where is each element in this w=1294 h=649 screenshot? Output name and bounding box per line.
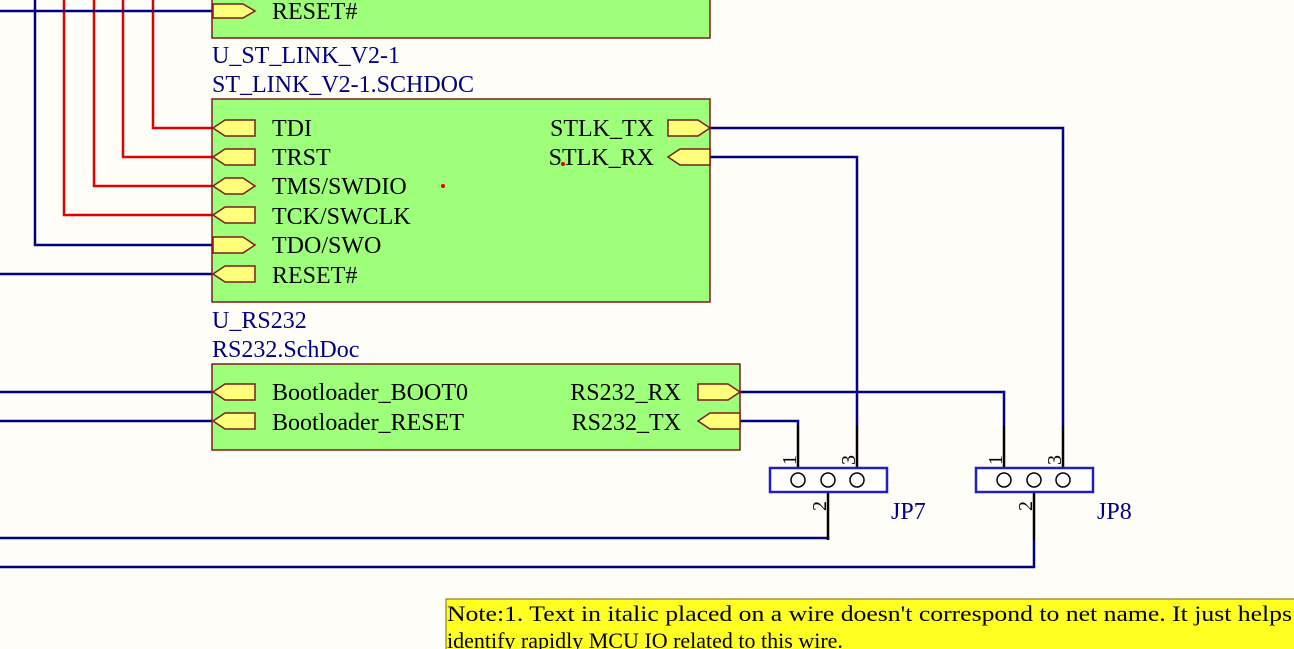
jp7-pin1-circle bbox=[790, 472, 806, 488]
port-bootloader-reset-icon bbox=[211, 412, 256, 430]
jp7-pin3-circle bbox=[849, 472, 865, 488]
wire-stlk-tx[interactable] bbox=[710, 126, 1065, 425]
port-rs232-rx-label: RS232_RX bbox=[570, 380, 681, 406]
port-bootloader-boot0-icon bbox=[211, 383, 256, 401]
wire-tms-swdio[interactable] bbox=[92, 0, 213, 188]
wire-tck-swclk[interactable] bbox=[62, 0, 213, 217]
port-bootloader-boot0-label: Bootloader_BOOT0 bbox=[272, 380, 468, 406]
wire-tdo-swo[interactable] bbox=[33, 0, 213, 247]
port-rs232-tx-icon bbox=[696, 412, 741, 430]
wire-jp8-pin2[interactable] bbox=[0, 540, 1036, 569]
note-line-2: identify rapidly MCU IO related to this … bbox=[447, 628, 843, 649]
jp7-body bbox=[768, 466, 889, 494]
jumper-jp7[interactable]: 1 3 2 JP7 bbox=[768, 425, 926, 540]
port-tdo-swo-label: TDO/SWO bbox=[272, 233, 381, 259]
rs232-designator: U_RS232 bbox=[212, 308, 307, 334]
port-stlk-tx-label: STLK_TX bbox=[550, 116, 654, 142]
port-stlink-reset-label: RESET# bbox=[272, 263, 357, 289]
port-tck-swclk-label: TCK/SWCLK bbox=[272, 204, 411, 230]
rs232-sheet-body bbox=[211, 363, 741, 451]
jp7-pin3-number: 3 bbox=[838, 455, 860, 465]
jp8-designator: JP8 bbox=[1097, 499, 1132, 525]
jp7-pin2-number: 2 bbox=[809, 501, 831, 511]
wire-rs232-tx[interactable] bbox=[740, 419, 800, 425]
port-rs232-tx-label: RS232_TX bbox=[572, 410, 681, 436]
jp8-pin2-circle bbox=[1026, 472, 1042, 488]
jp7-designator: JP7 bbox=[891, 499, 926, 525]
note-box: Note:1. Text in italic placed on a wire … bbox=[445, 598, 1294, 649]
port-trst-icon bbox=[211, 148, 256, 166]
marker-dot bbox=[441, 184, 445, 188]
stlink-designator: U_ST_LINK_V2-1 bbox=[212, 43, 400, 69]
jumper-jp8[interactable]: 1 3 2 JP8 bbox=[974, 425, 1132, 540]
port-stlk-rx-label: STLK_RX bbox=[549, 145, 654, 171]
port-top-reset-label: RESET# bbox=[272, 0, 357, 25]
jp8-pin3-number: 3 bbox=[1044, 455, 1066, 465]
jp8-pin1-circle bbox=[996, 472, 1012, 488]
port-tdi-label: TDI bbox=[272, 116, 312, 142]
port-bootloader-reset-label: Bootloader_RESET bbox=[272, 410, 464, 436]
port-tms-swdio-icon bbox=[211, 177, 257, 195]
stlink-filename: ST_LINK_V2-1.SCHDOC bbox=[212, 72, 474, 98]
port-tdo-swo-icon bbox=[212, 236, 257, 254]
sheet-symbol-top[interactable]: RESET# bbox=[211, 0, 711, 39]
st-link-sheet-body bbox=[211, 98, 711, 303]
note-background bbox=[445, 598, 1294, 649]
jp7-pin1-number: 1 bbox=[779, 455, 801, 465]
port-tck-swclk-icon bbox=[211, 206, 256, 224]
port-stlink-reset-icon bbox=[211, 265, 256, 283]
wire-jp7-pin2[interactable] bbox=[0, 536, 830, 540]
wire-tdi[interactable] bbox=[151, 0, 213, 130]
wire-trst[interactable] bbox=[121, 0, 213, 159]
port-tdi-icon bbox=[211, 119, 256, 137]
sheet-symbol-st-link[interactable]: TDI TRST TMS/SWDIO TCK/SWCLK TDO/SWO RES… bbox=[211, 98, 712, 303]
port-top-reset-icon bbox=[212, 3, 257, 19]
sheet-top-body bbox=[211, 0, 711, 39]
port-tms-swdio-label: TMS/SWDIO bbox=[272, 174, 407, 200]
port-stlk-tx-icon bbox=[667, 119, 712, 137]
jp8-pin2-number: 2 bbox=[1015, 501, 1037, 511]
jp8-pin3-circle bbox=[1055, 472, 1071, 488]
wire-stlk-rx[interactable] bbox=[710, 155, 859, 425]
port-stlk-rx-icon bbox=[666, 148, 711, 166]
marker-dot bbox=[561, 162, 565, 166]
jp7-pin2-circle bbox=[820, 472, 836, 488]
sheet-symbol-rs232[interactable]: Bootloader_BOOT0 Bootloader_RESET RS232_… bbox=[211, 363, 742, 451]
port-trst-label: TRST bbox=[272, 145, 331, 171]
port-rs232-rx-icon bbox=[697, 383, 742, 401]
jp8-pin1-number: 1 bbox=[985, 455, 1007, 465]
note-line-1: Note:1. Text in italic placed on a wire … bbox=[447, 601, 1292, 626]
wire-rs232-rx[interactable] bbox=[740, 390, 1006, 425]
rs232-filename: RS232.SchDoc bbox=[212, 337, 359, 363]
